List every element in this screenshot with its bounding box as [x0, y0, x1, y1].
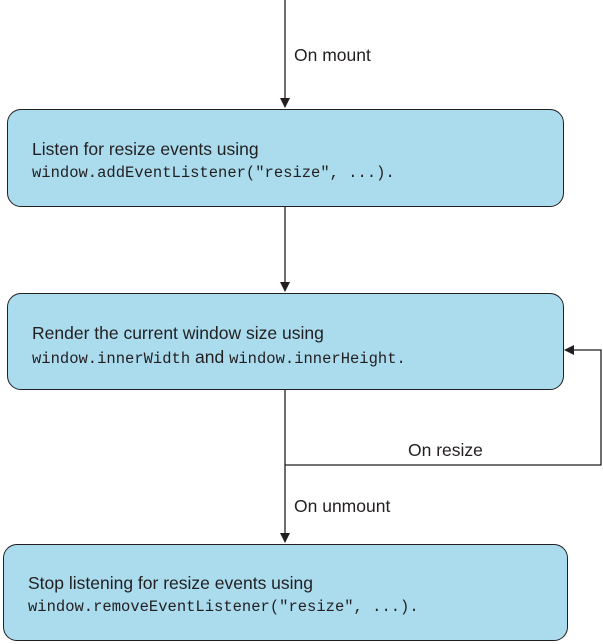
stop-node-code: window.removeEventListener("resize", ...…	[28, 598, 419, 616]
stop-node-text: Stop listening for resize events using	[28, 573, 314, 593]
render-node-code-height: window.innerHeight.	[229, 350, 406, 368]
listen-node: Listen for resize events using window.ad…	[7, 109, 564, 207]
resize-loop-arrow	[285, 345, 602, 466]
render-node-text: Render the current window size using	[32, 323, 324, 343]
listen-node-code: window.addEventListener("resize", ...).	[32, 164, 395, 182]
listen-node-text: Listen for resize events using	[32, 139, 259, 159]
render-node-joiner: and	[190, 347, 230, 367]
edge-label-on-mount: On mount	[294, 45, 371, 65]
render-node: Render the current window size using win…	[7, 293, 564, 390]
edge-label-on-unmount: On unmount	[294, 496, 391, 516]
stop-node: Stop listening for resize events using w…	[3, 544, 568, 641]
render-node-code-width: window.innerWidth	[32, 350, 191, 368]
render-node-code-line: window.innerWidth and window.innerHeight…	[32, 347, 406, 368]
edge-label-on-resize: On resize	[408, 440, 483, 460]
